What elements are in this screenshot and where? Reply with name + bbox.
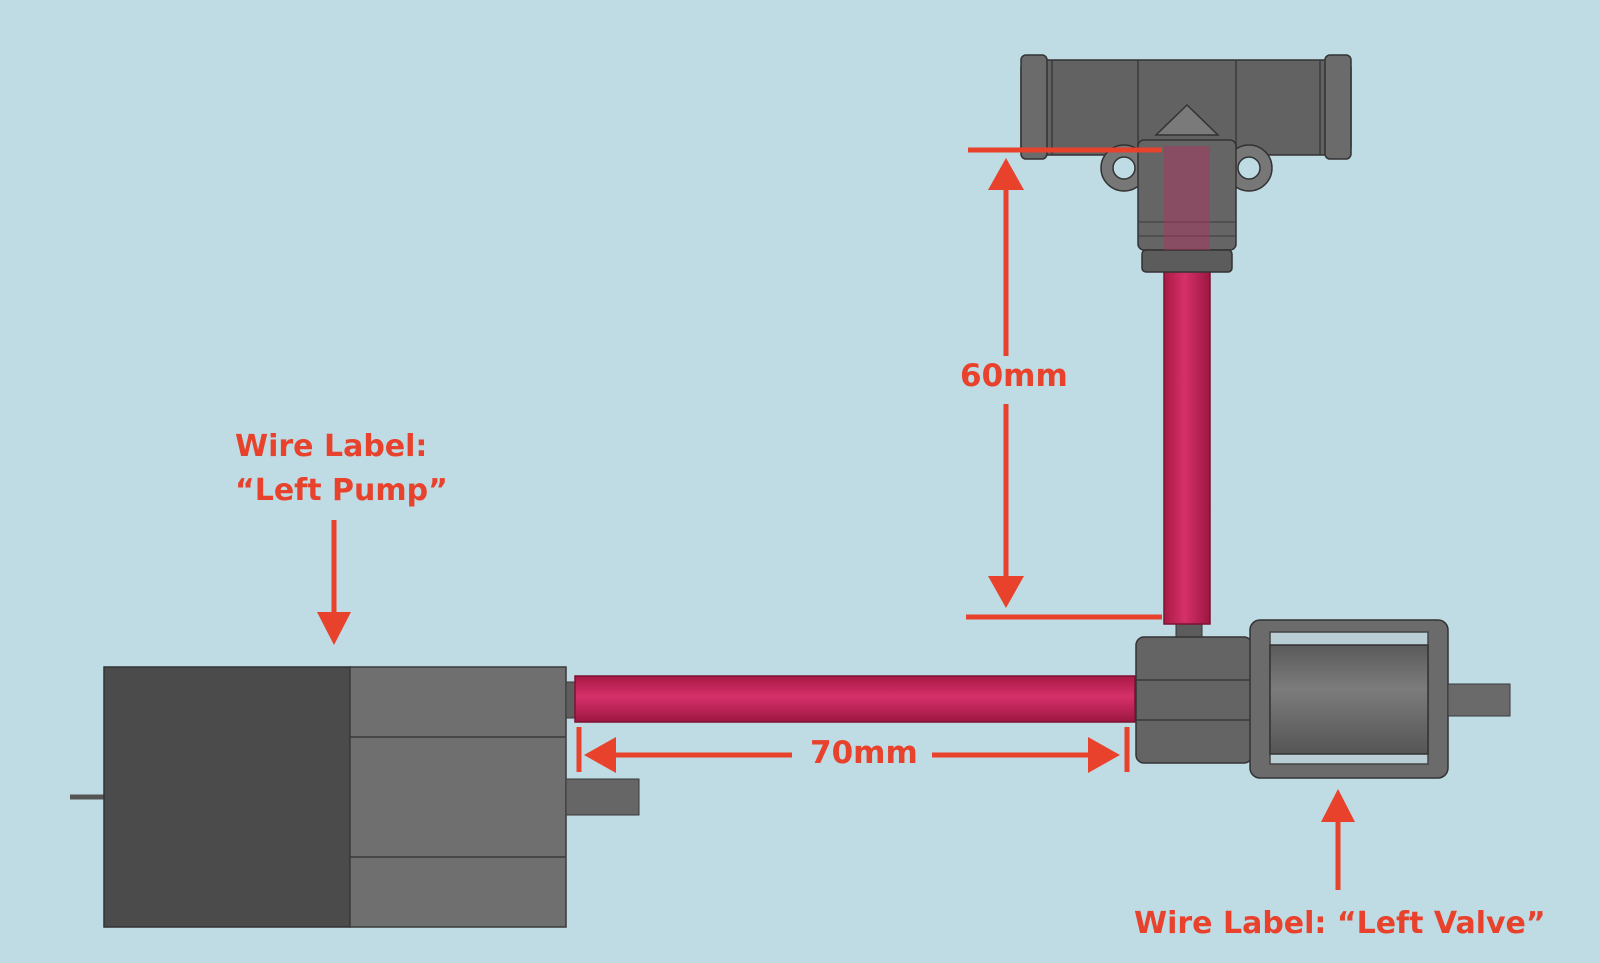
dim-70-arrow-right (1088, 737, 1120, 773)
tee-fitting (1020, 54, 1352, 273)
pump-head (349, 666, 567, 928)
dim-60-arrow-up (988, 158, 1024, 190)
pump-wire-label: Wire Label: “Left Pump” (235, 425, 448, 513)
horizontal-tube (574, 675, 1136, 723)
valve-label-arrow (1321, 789, 1355, 890)
dimension-70mm-label: 70mm (810, 735, 918, 771)
valve-fitting-body (1135, 636, 1253, 764)
solenoid-valve (1135, 617, 1511, 779)
valve-coil (1269, 644, 1429, 755)
pump-label-arrow (317, 520, 351, 645)
valve-wire-label: Wire Label: “Left Valve” (1134, 906, 1546, 941)
tube-inside-fitting (1164, 146, 1210, 250)
tee-left-collet (1020, 54, 1048, 160)
tee-bottom-collet (1141, 249, 1233, 273)
vertical-tube (1163, 261, 1211, 625)
tee-right-collet (1324, 54, 1352, 160)
pump-motor (70, 666, 640, 928)
dimension-60mm-label: 60mm (960, 358, 1068, 394)
dimension-70mm (576, 727, 1130, 773)
dim-70-arrow-left (584, 737, 616, 773)
pump-inlet-port (565, 778, 640, 816)
dimension-60mm (966, 147, 1162, 620)
valve-outlet-stem (1447, 683, 1511, 717)
pump-wire-label-line2: “Left Pump” (235, 473, 448, 508)
dim-60-arrow-down (988, 576, 1024, 608)
pump-motor-body (103, 666, 351, 928)
pump-wire-label-line1: Wire Label: (235, 429, 428, 464)
